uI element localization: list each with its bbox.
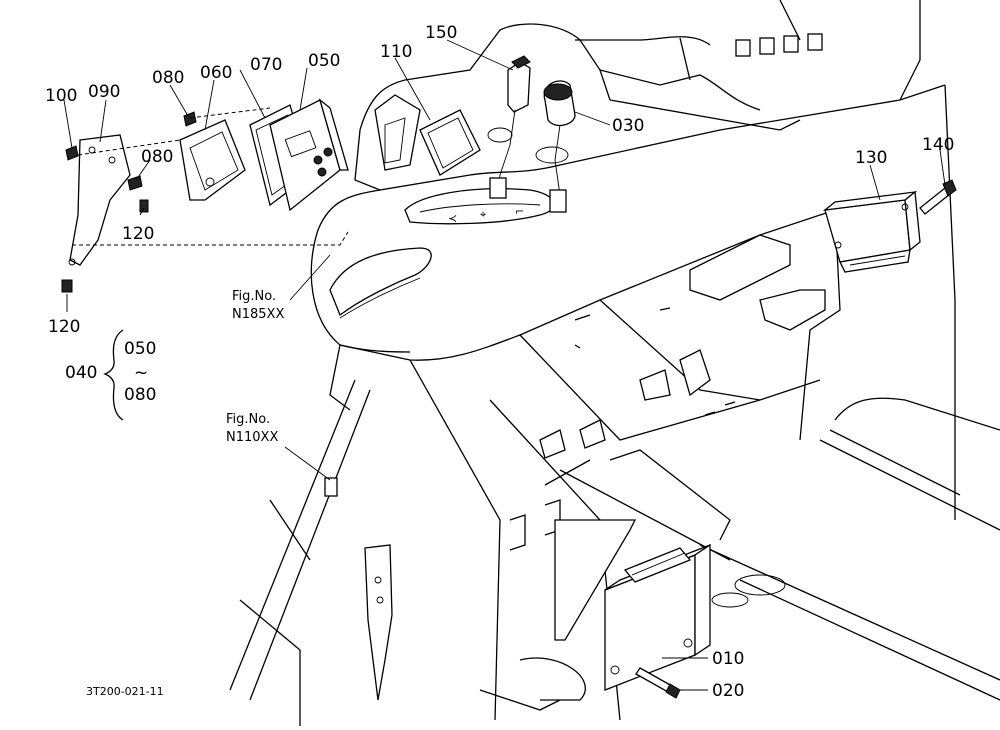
range-top: 050 — [124, 339, 156, 359]
range-sep: ~ — [134, 363, 148, 383]
assembly-ref-line-2 — [77, 139, 181, 156]
label-130: 130 — [855, 148, 887, 168]
label-050: 050 — [308, 51, 340, 71]
part-030-key-switch — [535, 80, 576, 213]
svg-text:⌐: ⌐ — [515, 205, 524, 218]
svg-text:≺: ≺ — [448, 212, 457, 225]
label-150: 150 — [425, 23, 457, 43]
leader-lines — [63, 39, 946, 691]
part-110-bezel — [419, 109, 481, 176]
label-020: 020 — [712, 681, 744, 701]
label-120-lower: 120 — [48, 317, 80, 337]
part-140-bolt — [919, 179, 957, 215]
part-050-meter — [269, 98, 349, 212]
range-bottom: 080 — [124, 385, 156, 405]
label-080-top: 080 — [152, 68, 184, 88]
label-060: 060 — [200, 63, 232, 83]
dashboard-console: ≺ ⌖ ⌐ — [310, 0, 946, 361]
label-090: 090 — [88, 82, 120, 102]
assembly-ref-line — [72, 231, 349, 246]
fig-ref-2-title: Fig.No. — [226, 412, 270, 427]
part-060-meter-case — [179, 119, 246, 201]
part-150-switch — [487, 55, 531, 199]
label-120-upper: 120 — [122, 224, 154, 244]
drawing-code: 3T200-021-11 — [86, 685, 164, 698]
screws-080-100-120 — [61, 111, 197, 293]
part-130-module — [822, 190, 921, 273]
range-brace — [103, 329, 124, 421]
label-040: 040 — [65, 363, 97, 383]
label-140: 140 — [922, 135, 954, 155]
fig-ref-1-title: Fig.No. — [232, 289, 276, 304]
label-030: 030 — [612, 116, 644, 136]
fig-ref-1-number: N185XX — [232, 307, 284, 322]
label-070: 070 — [250, 55, 282, 75]
label-100: 100 — [45, 86, 77, 106]
assembly-ref-line-3 — [189, 107, 271, 119]
part-020-bolt — [635, 667, 681, 699]
label-110: 110 — [380, 42, 412, 62]
svg-text:⌖: ⌖ — [480, 208, 486, 221]
label-080-mid: 080 — [141, 147, 173, 167]
part-010-controller — [604, 543, 711, 691]
fig-ref-2-number: N110XX — [226, 430, 278, 445]
label-010: 010 — [712, 649, 744, 669]
